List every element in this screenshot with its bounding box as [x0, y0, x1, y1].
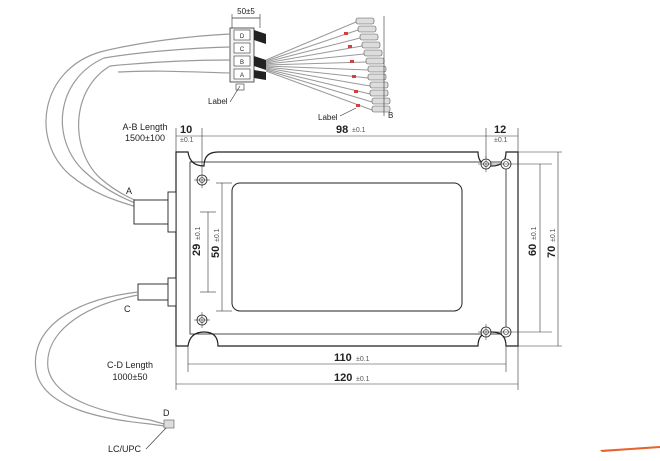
dim-hole-spacing-vertical-tol: ±0.1 — [531, 226, 538, 240]
width-dim-label: 50±5 — [237, 7, 255, 16]
dim-total-width-tol: ±0.1 — [356, 376, 370, 383]
accent-stroke — [600, 446, 660, 452]
block-fibers-left — [99, 33, 231, 74]
dim-inner-height-value: 50 — [210, 246, 222, 258]
dim-hole-spacing-vertical: 60 ±0.1 — [527, 226, 539, 256]
dim-inner-height-tol: ±0.1 — [214, 228, 221, 242]
module-body — [133, 151, 519, 347]
boot-b — [254, 56, 266, 70]
boot-d — [254, 30, 266, 44]
dim-total-width-value: 120 — [334, 372, 352, 384]
lc-upc-connector — [163, 419, 175, 429]
port-c — [137, 277, 177, 307]
dim-hole-spacing-bottom-tol: ±0.1 — [356, 356, 370, 363]
fanout-fibers — [265, 21, 373, 111]
end-b-label: B — [388, 111, 393, 120]
dim-hole-spacing-top-tol: ±0.1 — [352, 127, 366, 134]
dim-left-offset-tol: ±0.1 — [180, 137, 194, 144]
port-a — [133, 191, 177, 233]
fanout-connectors — [355, 17, 391, 113]
module-inner-edge — [189, 161, 507, 335]
top-detail: 50±5 D C B A Label — [99, 7, 393, 122]
connector-a: A — [233, 68, 251, 80]
dim-hole-spacing-top: 98 ±0.1 — [336, 124, 366, 136]
label-left-text: Label — [208, 97, 228, 106]
dim-total-width: 120 ±0.1 — [334, 372, 370, 384]
lc-upc-label: LC/UPC — [108, 444, 142, 454]
end-a-label: A — [126, 186, 132, 196]
mounting-hole-tl — [194, 172, 210, 188]
connector-d-label: D — [240, 34, 245, 40]
connector-b: B — [233, 55, 251, 67]
dim-port-spacing: 29 ±0.1 — [191, 226, 203, 256]
label-right-text: Label — [318, 113, 338, 122]
module-label-area — [231, 182, 463, 312]
mounting-hole-bl — [194, 312, 210, 328]
dim-right-offset-tol: ±0.1 — [494, 137, 508, 144]
label-left-leader — [229, 85, 241, 103]
mounting-hole-tr — [478, 156, 494, 172]
dim-left-offset-value: 10 — [180, 124, 192, 136]
dim-hole-spacing-bottom-value: 110 — [334, 352, 352, 364]
connector-c-label: C — [240, 47, 245, 53]
boot-a — [254, 70, 266, 80]
dim-inner-height: 50 ±0.1 — [210, 228, 222, 258]
cd-length-title: C-D Length — [107, 360, 153, 370]
dim-total-height: 70 ±0.1 — [546, 228, 558, 258]
connector-d: D — [233, 29, 251, 41]
lc-upc-leader — [145, 427, 167, 450]
mounting-hole-br — [478, 324, 494, 340]
fiber-ab-loop: A-B Length 1500±100 A — [45, 51, 168, 211]
connector-c: C — [233, 42, 251, 54]
ab-length-title: A-B Length — [122, 122, 167, 132]
module-outline — [175, 151, 519, 347]
connector-a-label: A — [240, 73, 244, 79]
label-right-leader — [339, 107, 357, 117]
dim-port-spacing-value: 29 — [191, 244, 203, 256]
ab-length-value: 1500±100 — [125, 133, 165, 143]
dim-total-height-tol: ±0.1 — [550, 228, 557, 242]
dim-left-offset: 10 ±0.1 — [180, 124, 194, 144]
dim-total-height-value: 70 — [546, 246, 558, 258]
end-d-label: D — [163, 408, 170, 418]
dimension-lines — [175, 128, 562, 390]
dim-right-offset-value: 12 — [494, 124, 506, 136]
connector-b-label: B — [240, 60, 244, 66]
end-c-label: C — [124, 304, 131, 314]
dim-hole-spacing-top-value: 98 — [336, 124, 348, 136]
fiber-color-marks — [344, 32, 360, 107]
fiber-cd-loop: C C-D Length 1000±50 D LC/UPC — [34, 291, 175, 454]
dim-hole-spacing-bottom: 110 ±0.1 — [334, 352, 370, 364]
dim-port-spacing-tol: ±0.1 — [195, 226, 202, 240]
label-left-tag — [235, 83, 245, 91]
cd-length-value: 1000±50 — [113, 372, 148, 382]
dim-hole-spacing-vertical-value: 60 — [527, 244, 539, 256]
dim-right-offset: 12 ±0.1 — [494, 124, 508, 144]
